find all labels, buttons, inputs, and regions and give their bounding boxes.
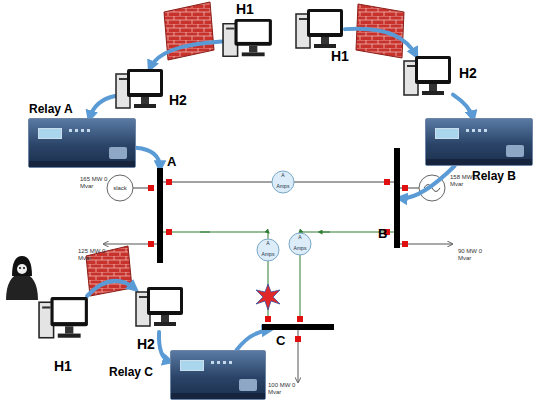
relay-label: Relay A bbox=[29, 102, 73, 116]
computer-icon bbox=[295, 8, 345, 54]
power-label: 158 MW 0 Mvar bbox=[450, 174, 478, 188]
computer-icon bbox=[222, 18, 274, 62]
host-label: H2 bbox=[459, 65, 477, 81]
breaker bbox=[295, 336, 301, 342]
power-label: 100 MW 0 Mvar bbox=[268, 382, 296, 396]
host-label: H1 bbox=[236, 1, 254, 17]
relay-led bbox=[217, 361, 220, 364]
command-arrow bbox=[237, 330, 270, 350]
relay-led bbox=[211, 361, 214, 364]
breaker bbox=[297, 316, 303, 322]
computer-host: H1 bbox=[38, 296, 90, 344]
power-label: 125 MW 0 Mvar bbox=[78, 248, 106, 262]
command-arrow bbox=[453, 95, 473, 118]
relay-stripe bbox=[29, 161, 135, 167]
skull bbox=[17, 264, 27, 274]
relay-device: Relay C bbox=[170, 350, 266, 400]
command-arrow bbox=[400, 166, 455, 198]
breaker bbox=[384, 179, 390, 185]
computer-host: H2 bbox=[115, 68, 165, 114]
computer-icon bbox=[38, 296, 90, 344]
breaker bbox=[148, 241, 154, 247]
bus-bar: A bbox=[157, 168, 163, 263]
relay-led bbox=[87, 129, 90, 132]
relay-led bbox=[229, 361, 232, 364]
command-arrow bbox=[87, 281, 135, 296]
ammeters bbox=[257, 171, 311, 261]
ammeter bbox=[257, 239, 279, 261]
relay-screen bbox=[38, 128, 62, 139]
ammeter-label: Amps bbox=[275, 184, 291, 189]
relay-keypad bbox=[239, 379, 257, 391]
fault-star bbox=[256, 284, 280, 310]
command-arrow bbox=[136, 148, 160, 168]
slack-generator bbox=[107, 175, 133, 201]
relay-led bbox=[81, 129, 84, 132]
skull-eye bbox=[19, 267, 21, 269]
relay-label: Relay C bbox=[109, 365, 153, 379]
relay-led bbox=[466, 129, 469, 132]
host-label: H2 bbox=[169, 92, 187, 108]
bus-bar: C bbox=[262, 324, 334, 330]
ammeter bbox=[272, 171, 294, 193]
computer-icon bbox=[135, 286, 185, 332]
command-arrow bbox=[150, 41, 222, 68]
relay-device: Relay A bbox=[28, 118, 136, 168]
relay-led bbox=[69, 129, 72, 132]
breaker bbox=[166, 229, 172, 235]
line-bc bbox=[300, 232, 395, 322]
host-label: H1 bbox=[331, 48, 349, 64]
relay-stripe bbox=[426, 159, 532, 165]
breaker bbox=[148, 185, 154, 191]
relay-led bbox=[478, 129, 481, 132]
ammeter-label: A bbox=[294, 235, 306, 240]
breakers bbox=[148, 179, 408, 342]
relay-led bbox=[484, 129, 487, 132]
relay-led bbox=[472, 129, 475, 132]
relay-device: Relay B bbox=[425, 118, 533, 166]
generator-label: slack bbox=[110, 185, 130, 192]
ammeter-label: A bbox=[262, 241, 274, 246]
power-label: 165 MW 0 Mvar bbox=[80, 176, 108, 190]
hacker-figure bbox=[6, 256, 38, 300]
command-arrow bbox=[345, 29, 416, 55]
computer-host: H1 bbox=[295, 8, 345, 54]
computer-host: H2 bbox=[403, 55, 453, 101]
relay-led bbox=[75, 129, 78, 132]
bus-label: A bbox=[167, 154, 176, 169]
skull-eye bbox=[23, 267, 25, 269]
breaker bbox=[402, 185, 408, 191]
bus-label: B bbox=[378, 226, 387, 241]
ammeter-label: Amps bbox=[260, 252, 276, 257]
relay-led bbox=[223, 361, 226, 364]
host-label: H2 bbox=[137, 336, 155, 352]
flow-arrow bbox=[200, 232, 330, 233]
host-label: H1 bbox=[54, 358, 72, 374]
relay-screen bbox=[180, 360, 204, 371]
relay-keypad bbox=[109, 147, 127, 159]
breaker bbox=[402, 241, 408, 247]
ammeter-label: A bbox=[277, 173, 289, 178]
relay-keypad bbox=[506, 145, 524, 157]
computer-host: H2 bbox=[135, 286, 185, 332]
relay-screen bbox=[435, 128, 459, 139]
breaker bbox=[166, 179, 172, 185]
bus-label: C bbox=[276, 333, 285, 348]
relay-label: Relay B bbox=[472, 169, 516, 183]
ammeter bbox=[289, 233, 311, 255]
computer-icon bbox=[403, 55, 453, 101]
computer-host: H1 bbox=[222, 18, 274, 62]
ammeter-label: Amps bbox=[292, 246, 308, 251]
hacker-hood bbox=[12, 256, 32, 276]
breaker bbox=[265, 316, 271, 322]
relay-stripe bbox=[171, 393, 265, 399]
power-label: 90 MW 0 Mvar bbox=[458, 248, 484, 262]
computer-icon bbox=[115, 68, 165, 114]
hacker-body bbox=[6, 272, 38, 300]
command-arrow bbox=[90, 96, 115, 118]
command-arrow bbox=[159, 332, 170, 361]
bus-bar: B bbox=[394, 148, 400, 248]
